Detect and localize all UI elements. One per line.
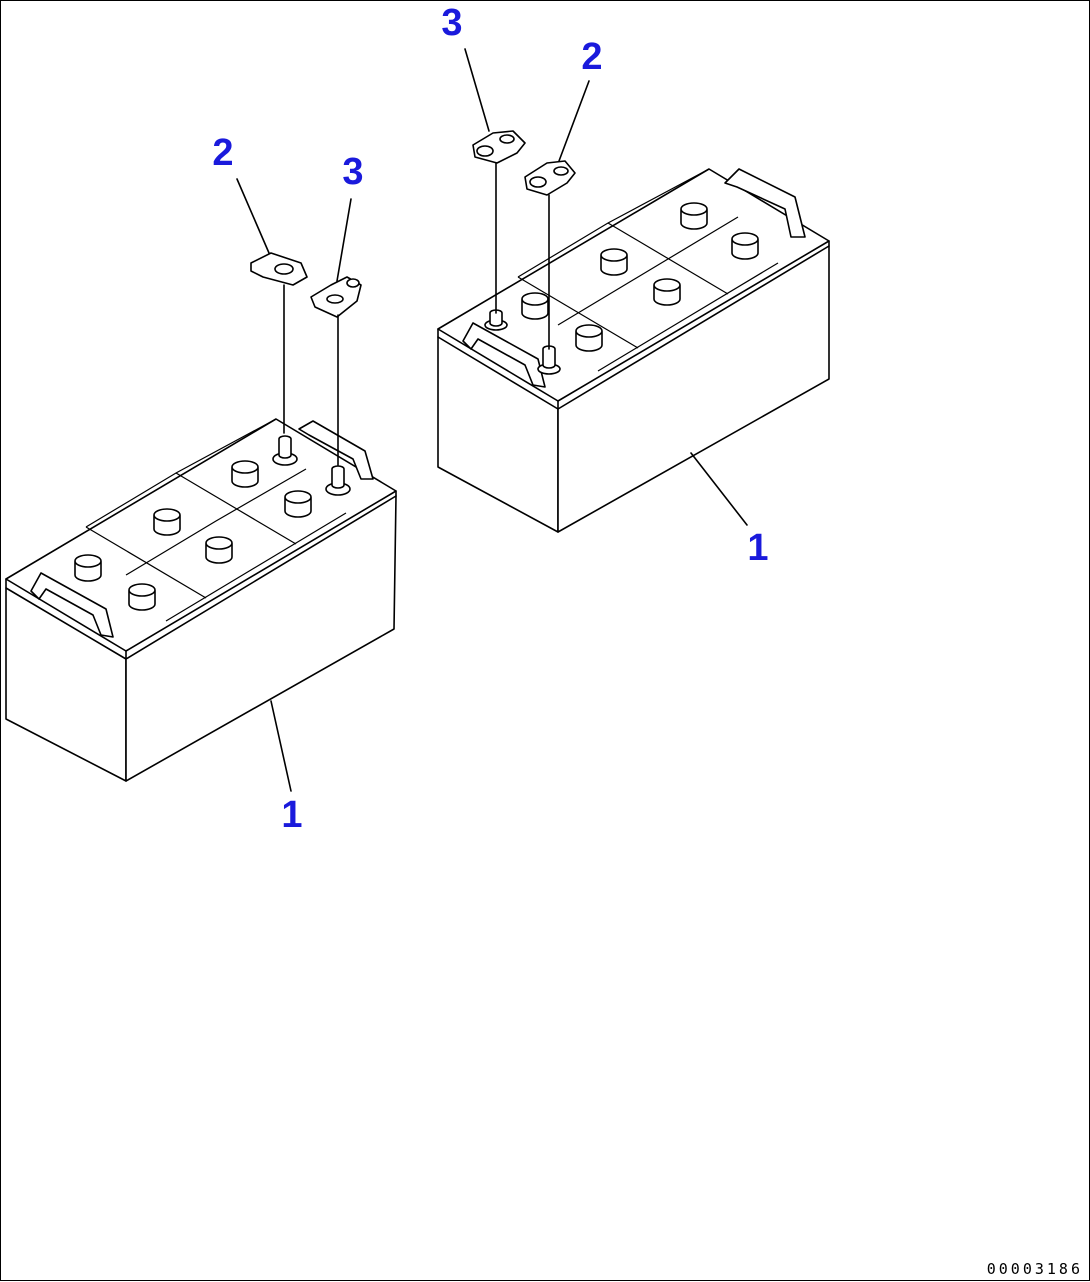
callout-left-clamp-b: 3 [342, 151, 363, 193]
battery-left-terminals [272, 435, 351, 496]
terminal-clamp-right-a [472, 130, 526, 314]
callout-left-clamp-a: 2 [212, 132, 233, 174]
callout-right-battery: 1 [747, 527, 768, 569]
battery-left-side-face [125, 495, 397, 782]
terminal-clamp-left-a [250, 252, 308, 434]
terminal-clamp-right-b [524, 160, 576, 350]
battery-right-side-face [557, 245, 830, 533]
battery-left [5, 418, 397, 782]
battery-right-terminals [484, 309, 561, 375]
battery-left-handle [30, 572, 114, 638]
terminal-clamp-left-b [310, 276, 362, 466]
callout-right-clamp-b: 2 [581, 36, 602, 78]
battery-left-vent-caps [74, 460, 312, 611]
leader-lines [236, 48, 748, 792]
battery-right-handle [462, 322, 546, 388]
drawing-number: 00003186 [986, 1260, 1083, 1278]
battery-right [437, 168, 830, 533]
callout-left-battery: 1 [281, 794, 302, 836]
battery-right-vent-caps [521, 202, 759, 352]
callout-right-clamp-a: 3 [441, 2, 462, 44]
